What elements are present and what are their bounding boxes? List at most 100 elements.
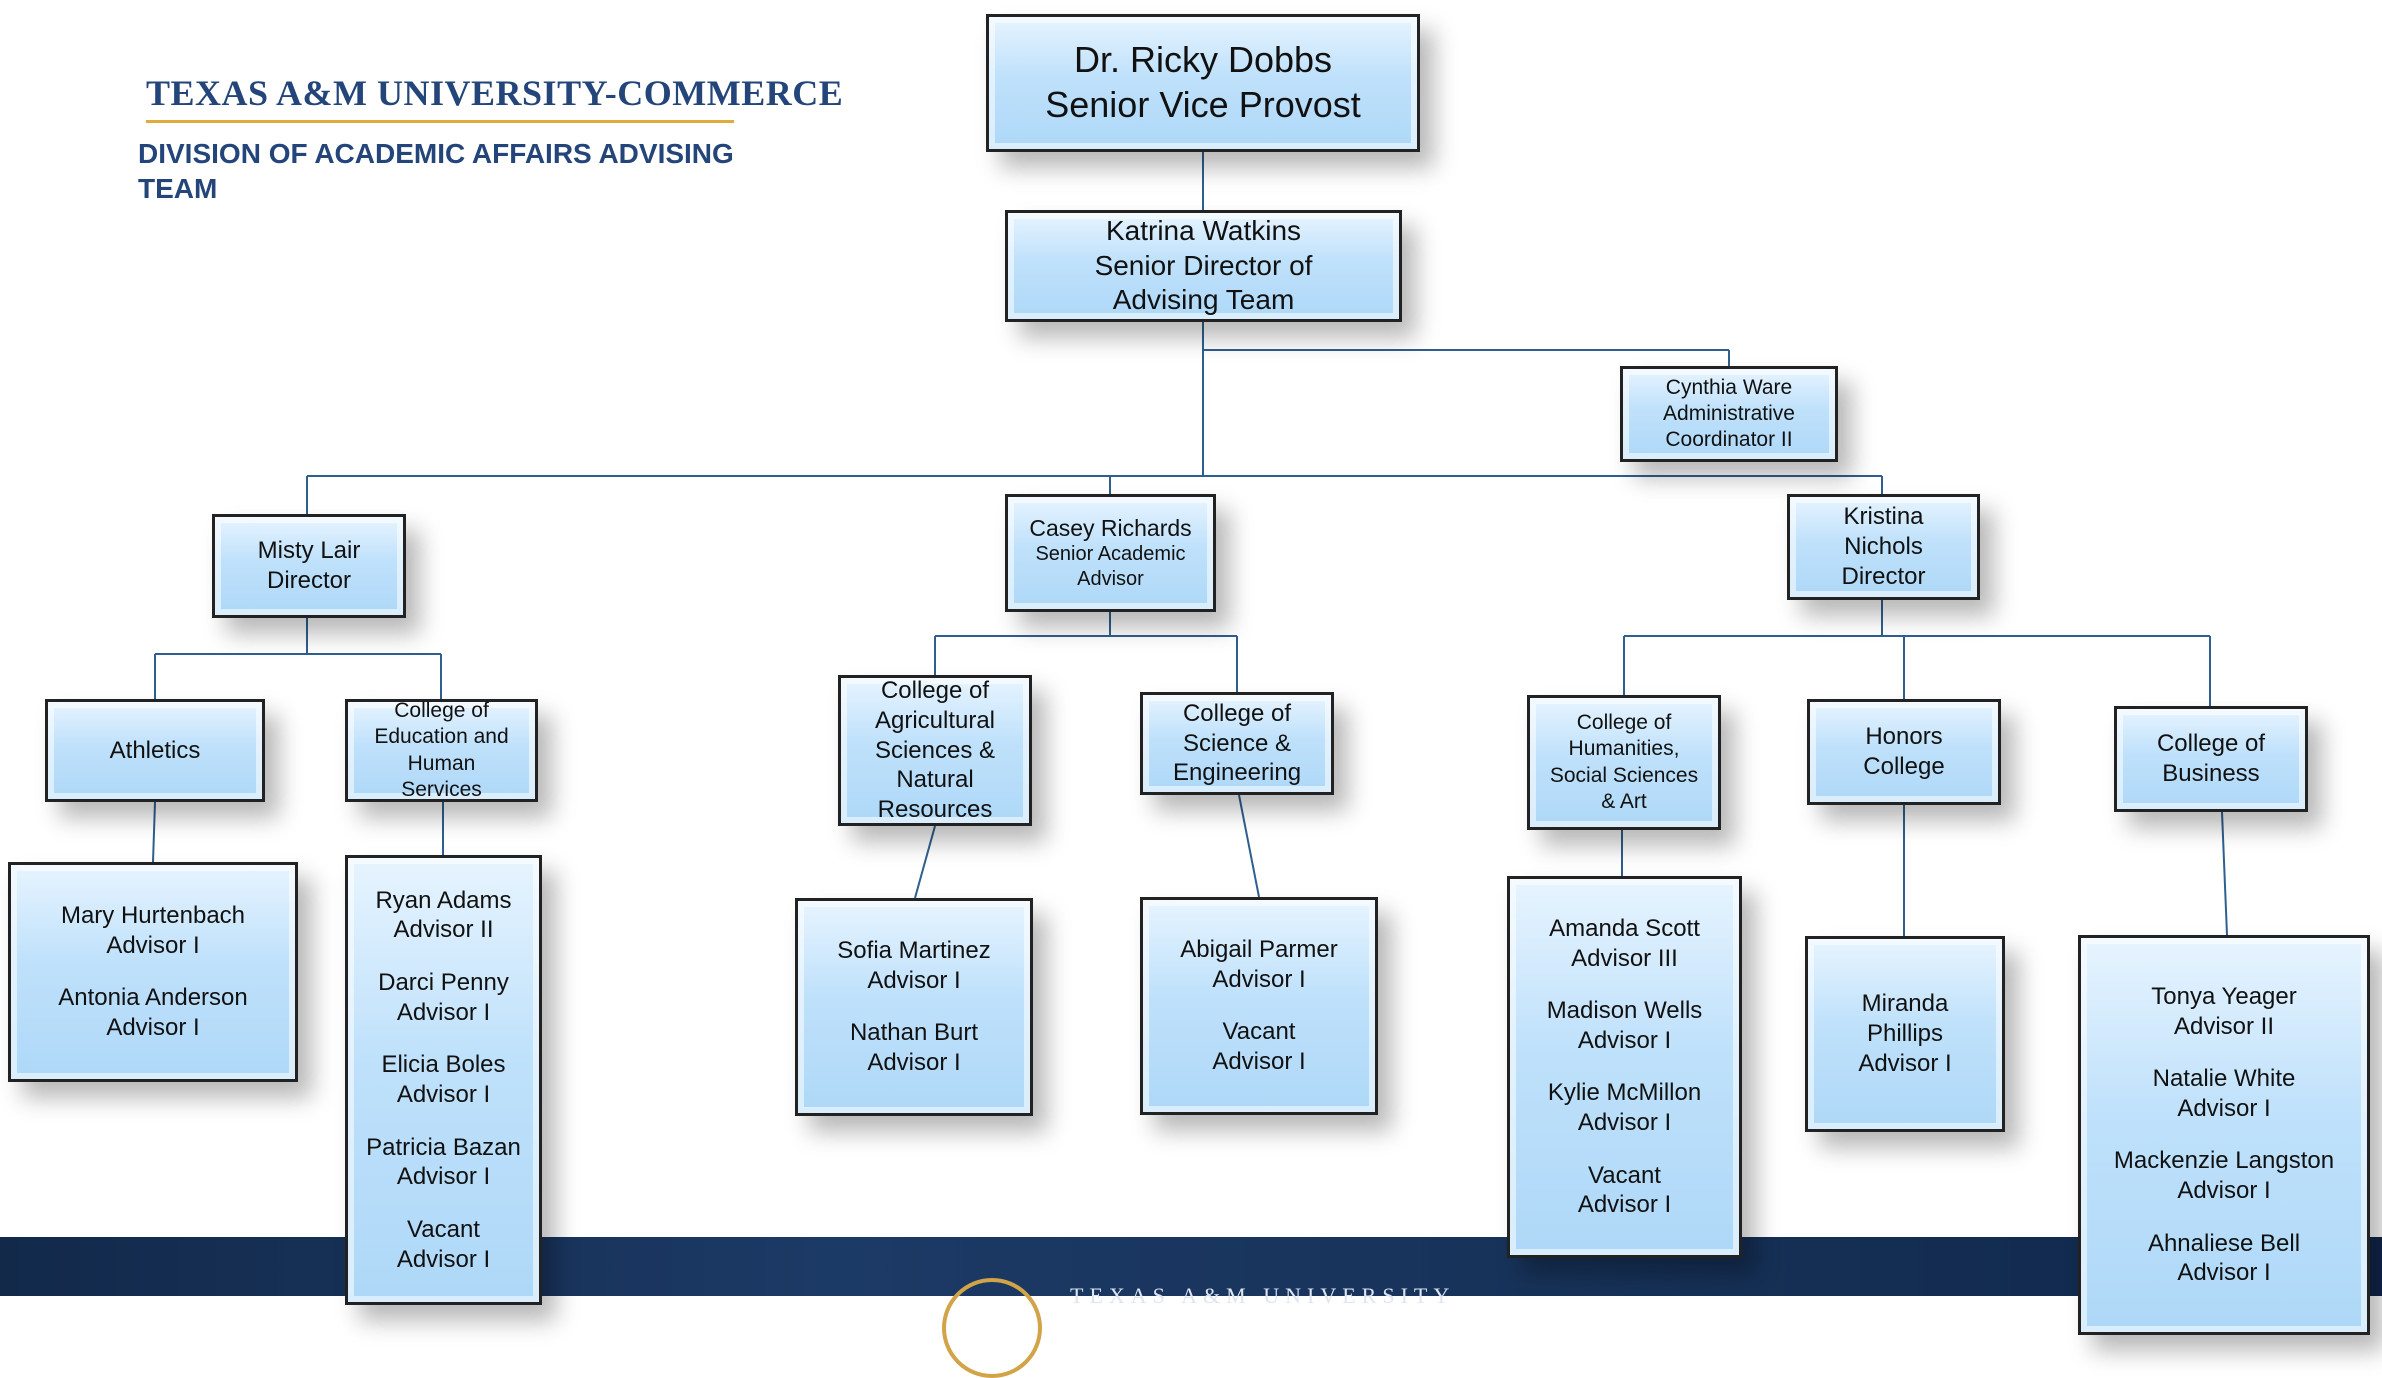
connector-line bbox=[1238, 794, 1260, 898]
advisor-title: Advisor I bbox=[2177, 1259, 2271, 1287]
advisor-title: Advisor I bbox=[867, 1049, 961, 1077]
advisor-name: Vacant bbox=[1588, 1161, 1661, 1189]
advisor-title: Advisor I bbox=[2177, 1177, 2271, 1205]
node-text-line: College of bbox=[880, 677, 990, 705]
node-text-line: Director bbox=[266, 567, 351, 594]
node-text-line: Phillips bbox=[1866, 1020, 1944, 1048]
advisor-title: Advisor I bbox=[106, 931, 200, 959]
advisor-title: Advisor I bbox=[396, 1245, 491, 1273]
advisor-name: Amanda Scott bbox=[1549, 914, 1700, 942]
node-text-line: Resources bbox=[877, 796, 993, 824]
node-text-line: & Art bbox=[1601, 789, 1647, 813]
advisor-name: Madison Wells bbox=[1546, 997, 1703, 1025]
advisor-name: Mackenzie Langston bbox=[2113, 1147, 2335, 1175]
node-text-line: Natural bbox=[896, 766, 974, 794]
node-text-line: Sciences & bbox=[874, 736, 996, 764]
advisor-name: Patricia Bazan bbox=[366, 1133, 521, 1161]
connector-lines bbox=[152, 152, 2228, 936]
node-text-line: Coordinator II bbox=[1665, 428, 1793, 452]
org-node-athletics: Athletics bbox=[45, 699, 265, 802]
advisor-title: Advisor I bbox=[1577, 1109, 1672, 1137]
node-text-line: Cynthia Ware bbox=[1665, 375, 1793, 399]
node-text-line: Nichols bbox=[1844, 533, 1923, 561]
node-text-line: College of bbox=[2156, 730, 2266, 758]
node-text-line: Advisor bbox=[1077, 568, 1144, 591]
advisor-name: Natalie White bbox=[2152, 1065, 2296, 1093]
node-text-line: College of bbox=[1576, 711, 1672, 735]
advisor-name: Antonia Anderson bbox=[58, 984, 248, 1012]
connector-line bbox=[914, 825, 936, 899]
node-text-line: College bbox=[1863, 753, 1945, 780]
node-text-line: Senior Academic bbox=[1035, 543, 1186, 566]
node-text-line: Advising Team bbox=[1112, 284, 1295, 316]
org-chart: TEXAS A&M UNIVERSITY-COMMERCE DIVISION O… bbox=[0, 14, 2382, 1378]
advisor-title: Advisor I bbox=[2177, 1094, 2271, 1122]
node-text-line: Senior Vice Provost bbox=[1045, 84, 1361, 125]
node-text-line: Misty Lair bbox=[257, 537, 361, 565]
node-text-line: Katrina Watkins bbox=[1105, 214, 1302, 246]
node-text-line: Business bbox=[2162, 760, 2260, 787]
advisor-title: Advisor III bbox=[1571, 944, 1678, 972]
node-text-line: Engineering bbox=[1172, 759, 1302, 787]
node-text-line: Education and bbox=[374, 725, 509, 749]
advisor-title: Advisor I bbox=[396, 1081, 491, 1108]
node-text-line: Casey Richards bbox=[1029, 514, 1192, 541]
node-text-line: Dr. Ricky Dobbs bbox=[1073, 39, 1333, 81]
advisor-name: Vacant bbox=[407, 1215, 480, 1243]
advisor-name: Sofia Martinez bbox=[837, 937, 991, 965]
node-text-line: Senior Director of bbox=[1094, 249, 1313, 281]
advisor-name: Tonya Yeager bbox=[2151, 982, 2297, 1010]
connector-line bbox=[152, 801, 156, 863]
node-text-line: Agricultural bbox=[874, 706, 996, 734]
node-text-line: College of bbox=[394, 699, 489, 723]
advisor-title: Advisor I bbox=[1577, 1026, 1672, 1054]
node-text-line: Kristina bbox=[1843, 503, 1924, 531]
advisor-name: Ryan Adams bbox=[375, 886, 512, 914]
footer-university-text: TEXAS A&M UNIVERSITY bbox=[1070, 1283, 1456, 1308]
advisor-title: Advisor I bbox=[1577, 1191, 1672, 1219]
advisor-name: Ahnaliese Bell bbox=[2147, 1229, 2301, 1257]
node-text-line: Athletics bbox=[109, 736, 201, 764]
advisor-title: Advisor I bbox=[867, 966, 961, 994]
node-text-line: Administrative bbox=[1663, 401, 1795, 425]
node-text-line: Social Sciences bbox=[1549, 763, 1699, 787]
node-text-line: College of bbox=[1182, 699, 1292, 727]
node-text-line: Honors bbox=[1865, 723, 1943, 751]
advisor-title: Advisor I bbox=[396, 1163, 491, 1191]
advisor-title: Advisor II bbox=[2173, 1012, 2275, 1040]
node-text-line: Science & bbox=[1182, 729, 1292, 757]
advisor-name: Abigail Parmer bbox=[1180, 936, 1338, 964]
connector-line bbox=[2221, 811, 2228, 936]
advisor-name: Vacant bbox=[1222, 1018, 1296, 1046]
node-text-line: Humanities, bbox=[1568, 737, 1680, 761]
advisor-title: Advisor I bbox=[106, 1014, 200, 1042]
node-text-line: Director bbox=[1841, 562, 1926, 590]
advisor-name: Elicia Boles bbox=[381, 1051, 506, 1079]
advisor-name: Kylie McMillon bbox=[1547, 1079, 1702, 1107]
node-text-line: Services bbox=[401, 777, 482, 801]
logo-underline bbox=[146, 120, 734, 123]
advisor-name: Nathan Burt bbox=[849, 1019, 979, 1047]
advisor-name: Mary Hurtenbach bbox=[60, 902, 246, 930]
advisor-title: Advisor I bbox=[1212, 1048, 1306, 1076]
university-logo: TEXAS A&M UNIVERSITY-COMMERCE bbox=[146, 73, 844, 113]
node-text-line: Human bbox=[407, 751, 476, 775]
division-title: DIVISION OF ACADEMIC AFFAIRS ADVISING TE… bbox=[138, 138, 734, 204]
